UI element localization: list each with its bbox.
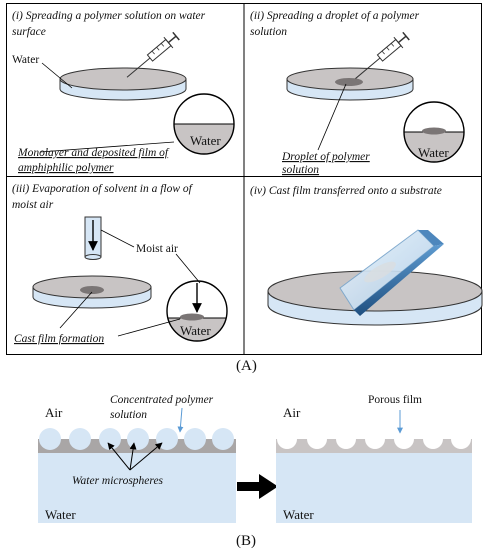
note-pointer-iii-a — [59, 291, 93, 329]
cast-film — [80, 286, 104, 294]
panel-iii-note: Cast film formation — [14, 333, 104, 345]
panel-iii-caption-line2: moist air — [12, 199, 54, 211]
note-pointer-i — [39, 141, 175, 153]
glass-substrate — [339, 229, 444, 316]
inset-iii-water-label: Water — [180, 323, 211, 338]
petri-dish-iii — [32, 275, 152, 309]
panel-b-right: Air Porous film Water — [276, 394, 472, 523]
panel-i-caption-line2: surface — [12, 26, 46, 38]
label-b: (B) — [236, 533, 256, 549]
water-region-left — [38, 443, 236, 523]
panel-i-note-line2: amphiphilic polymer — [18, 162, 114, 174]
polymer-pointer — [177, 407, 184, 433]
polymer-droplet — [335, 78, 363, 86]
panel-ii-note-line2: solution — [282, 164, 319, 176]
moist-air-pointer-1 — [100, 229, 135, 248]
petri-dish-iv — [267, 270, 483, 326]
inset-i — [173, 93, 235, 155]
water-pointer-i — [41, 62, 73, 89]
water-label-left: Water — [45, 507, 76, 522]
panel-iv: (iv) Cast film transferred onto a substr… — [250, 185, 483, 326]
air-label-right: Air — [283, 405, 301, 420]
polymer-label-line1: Concentrated polymer — [110, 394, 214, 406]
porous-film-label: Porous film — [368, 394, 422, 406]
panel-ii-caption-line2: solution — [250, 26, 287, 38]
syringe-icon — [126, 31, 180, 78]
panel-i-caption-line1: (i) Spreading a polymer solution on wate… — [12, 10, 206, 22]
panel-ii: (ii) Spreading a droplet of a polymer so… — [250, 10, 465, 176]
moist-air-label: Moist air — [136, 243, 178, 255]
note-pointer-ii — [317, 83, 347, 151]
inset-iii — [166, 280, 228, 342]
panel-a-frame — [6, 3, 482, 355]
microsphere-arrow-2 — [129, 442, 137, 471]
panel-i-note-line1: Monolayer and deposited film of — [17, 147, 170, 159]
note-pointer-iii-b — [117, 318, 181, 337]
air-label-left: Air — [45, 405, 63, 420]
label-a: (A) — [236, 358, 257, 374]
panel-i: (i) Spreading a polymer solution on wate… — [12, 10, 235, 174]
syringe-icon — [355, 31, 410, 79]
air-tube — [84, 216, 102, 260]
panel-ii-note-line1: Droplet of polymer — [281, 151, 370, 163]
panel-iii: (iii) Evaporation of solvent in a flow o… — [12, 183, 228, 345]
microsphere-arrow-1 — [107, 442, 131, 471]
panel-iii-caption-line1: (iii) Evaporation of solvent in a flow o… — [12, 183, 194, 195]
petri-dish-i — [59, 67, 187, 101]
panel-iv-caption: (iv) Cast film transferred onto a substr… — [250, 185, 442, 197]
inset-ii-water-label: Water — [418, 145, 449, 160]
polymer-label-line2: solution — [110, 409, 147, 421]
water-region-right — [276, 443, 472, 523]
microspheres-label: Water microspheres — [72, 475, 164, 487]
inset-i-water-label: Water — [190, 133, 221, 148]
petri-dish-ii — [286, 67, 414, 101]
panel-i-water-label: Water — [12, 54, 39, 66]
transition-arrow — [237, 474, 278, 499]
water-label-right: Water — [283, 507, 314, 522]
panel-ii-caption-line1: (ii) Spreading a droplet of a polymer — [250, 10, 420, 22]
microsphere-arrow-3 — [129, 442, 163, 471]
moist-air-pointer-2 — [175, 253, 201, 284]
inset-ii — [403, 101, 465, 163]
panel-b-left: Air Concentrated polymer solution Water … — [38, 394, 236, 523]
